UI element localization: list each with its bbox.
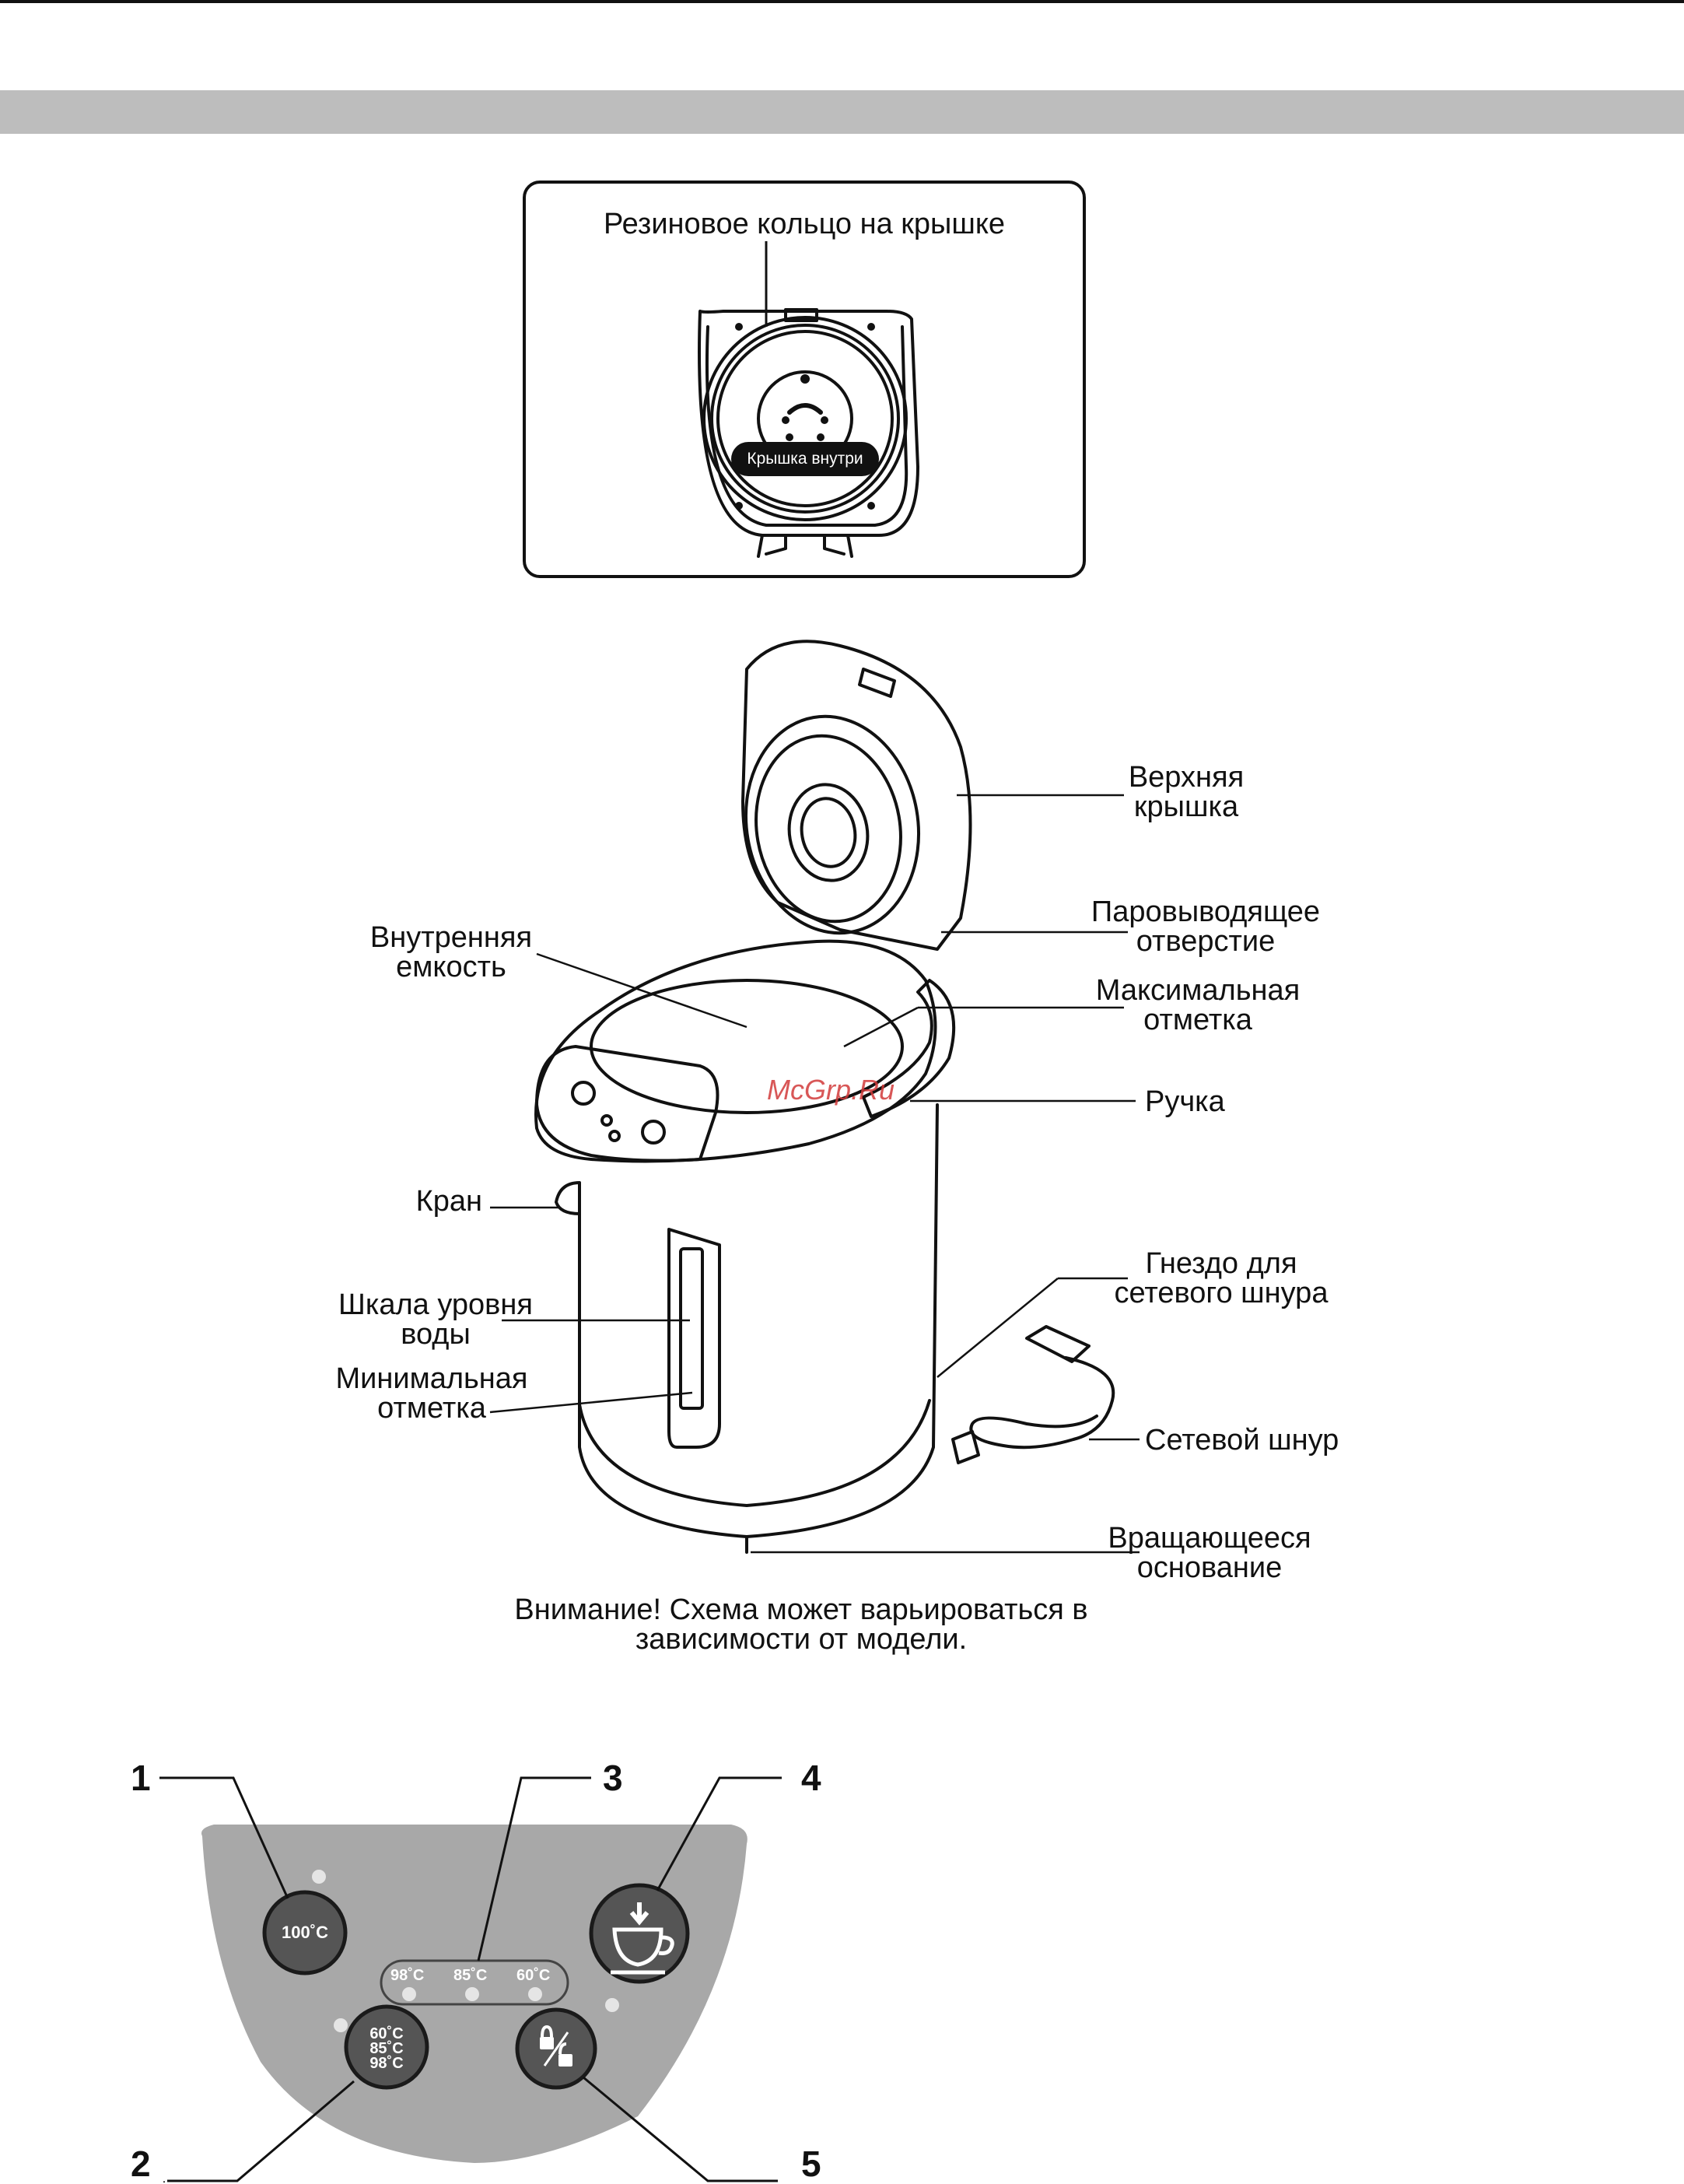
max-mark-label-line1: Максимальная xyxy=(1095,974,1301,1007)
rubber-ring xyxy=(702,316,908,521)
cup-icon xyxy=(611,1927,674,1975)
water-scale-label-line2: воды xyxy=(401,1318,471,1351)
temp-indicator-98: 98˚C xyxy=(390,1967,425,1984)
panel-number-4: 4 xyxy=(801,1758,821,1798)
steam-vent-label-line2: отверстие xyxy=(1136,925,1276,958)
lid-outer-shape xyxy=(698,310,919,537)
boil-button-label: 100˚C xyxy=(282,1923,328,1942)
max-mark-label-line2: отметка xyxy=(1143,1004,1252,1036)
handle-label: Ручка xyxy=(1145,1085,1225,1118)
leader-lines xyxy=(489,794,1140,1554)
diagram-note: Внимание! Схема может варьироваться в за… xyxy=(436,1595,1167,1654)
water-scale-label-line1: Шкала уровня xyxy=(338,1288,533,1321)
lock-icon xyxy=(540,2024,572,2067)
top-rule xyxy=(0,0,1684,3)
header-bar xyxy=(0,90,1684,134)
temp-select-line3: 98˚C xyxy=(369,2055,404,2072)
lid-detail-frame xyxy=(523,181,1086,578)
panel-leader-lines xyxy=(159,1776,782,2182)
lid-inside-badge: Крышка внутри xyxy=(731,442,879,476)
max-mark-label: Максимальная отметка xyxy=(1066,976,1330,1035)
dispense-arrow-icon xyxy=(629,1902,649,1926)
min-mark-label: Минимальная отметка xyxy=(311,1364,552,1423)
temp-indicator-60: 60˚C xyxy=(516,1967,551,1984)
inner-tank-label: Внутренняя емкость xyxy=(342,923,560,982)
min-mark-label-line1: Минимальная xyxy=(335,1362,528,1395)
rubber-ring-label: Резиновое кольцо на крышке xyxy=(603,208,1006,240)
panel-leds xyxy=(312,1870,619,2032)
steam-vent-label: Паровыводящее отверстие xyxy=(1066,897,1346,956)
diagram-note-line1: Внимание! Схема может варьироваться в xyxy=(514,1593,1088,1626)
rotating-base-label-line2: основание xyxy=(1136,1551,1283,1584)
panel-number-1: 1 xyxy=(131,1758,151,1798)
temp-indicator-85: 85˚C xyxy=(453,1967,488,1984)
panel-number-2: 2 xyxy=(131,2144,151,2184)
steam-vent-label-line1: Паровыводящее xyxy=(1091,896,1321,928)
tap-label: Кран xyxy=(415,1185,482,1218)
diagram-note-line2: зависимости от модели. xyxy=(635,1623,968,1656)
water-scale-label: Шкала уровня воды xyxy=(319,1290,552,1349)
min-mark-label-line2: отметка xyxy=(377,1392,486,1425)
panel-buttons xyxy=(262,1883,690,2090)
socket-label-line2: сетевого шнура xyxy=(1114,1277,1329,1309)
watermark: McGrp.Ru xyxy=(767,1074,895,1106)
temp-select-line2: 85˚C xyxy=(369,2040,404,2057)
inner-tank-label-line2: емкость xyxy=(396,951,506,983)
power-cord-label: Сетевой шнур xyxy=(1145,1424,1339,1457)
inner-tank-label-line1: Внутренняя xyxy=(369,921,533,954)
top-lid-label-line2: крышка xyxy=(1133,791,1239,823)
rotating-base-label-line1: Вращающееся xyxy=(1108,1522,1311,1555)
kettle-drawing xyxy=(534,640,1115,1554)
socket-label-line1: Гнездо для xyxy=(1145,1247,1297,1280)
panel-number-3: 3 xyxy=(603,1758,623,1798)
top-lid-label: Верхняя крышка xyxy=(1089,762,1283,822)
inner-tank-opening xyxy=(590,979,904,1114)
socket-label: Гнездо для сетевого шнура xyxy=(1089,1249,1353,1308)
panel-number-5: 5 xyxy=(801,2144,821,2184)
rotating-base-label: Вращающееся основание xyxy=(1081,1523,1338,1583)
temp-select-line1: 60˚C xyxy=(369,2025,404,2042)
top-lid-label-line1: Верхняя xyxy=(1128,761,1245,794)
temp-select-button-label: 60˚C 85˚C 98˚C xyxy=(346,2025,427,2072)
